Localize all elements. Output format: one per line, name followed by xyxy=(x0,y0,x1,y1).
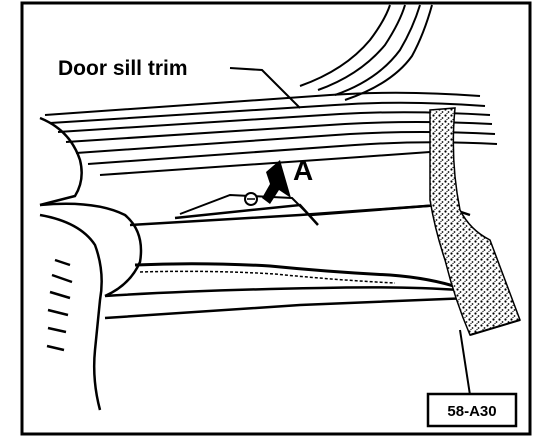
sill-cross-member xyxy=(104,203,471,320)
floor-lines xyxy=(459,319,521,396)
door-frame-pillar xyxy=(299,4,433,101)
door-sill-trim-label: Door sill trim xyxy=(58,57,188,80)
door-sill-trim xyxy=(44,91,498,176)
seat-bolster xyxy=(39,116,143,411)
callout-leader xyxy=(229,67,301,109)
arrow-icon xyxy=(262,160,291,204)
reference-box xyxy=(426,392,518,428)
reference-code: 58-A30 xyxy=(447,403,496,420)
marker-label-a: A xyxy=(293,155,313,186)
figure-border xyxy=(20,1,532,436)
clip-bracket xyxy=(179,192,313,219)
door-seal-stipple xyxy=(429,107,521,336)
